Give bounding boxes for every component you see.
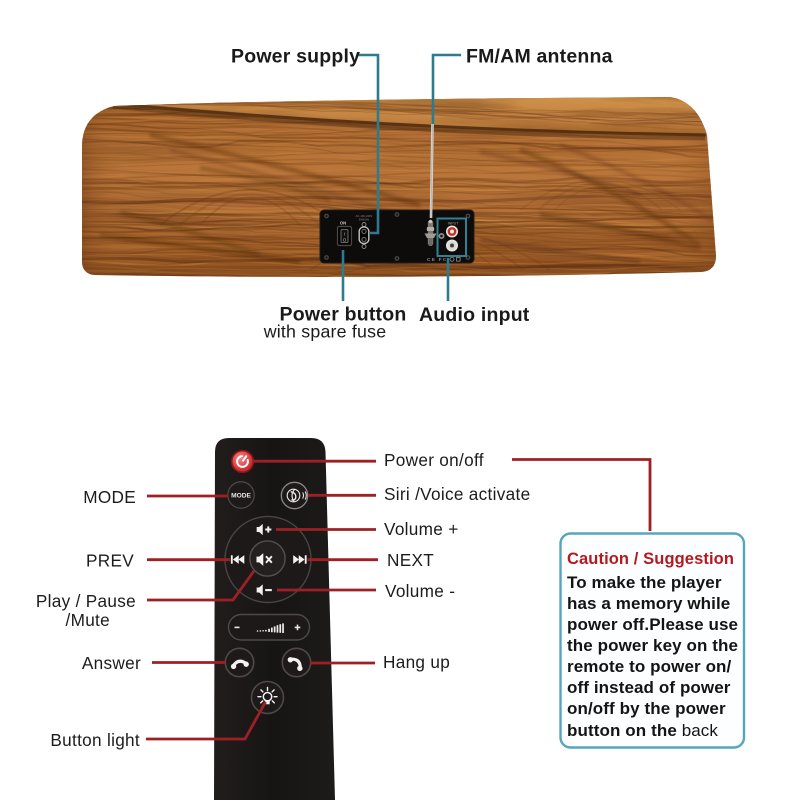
- svg-text:button on the back: button on the back: [567, 721, 718, 740]
- svg-text:O: O: [343, 238, 347, 243]
- svg-text:on/off by the power: on/off by the power: [567, 699, 726, 718]
- svg-text:Play / Pause: Play / Pause: [36, 591, 136, 611]
- svg-text:Hang up: Hang up: [383, 652, 450, 672]
- svg-text:power off.Please use: power off.Please use: [567, 615, 738, 634]
- svg-text:the power key on the: the power key on the: [567, 636, 738, 655]
- svg-text:with spare fuse: with spare fuse: [263, 322, 387, 342]
- svg-text:INPUT: INPUT: [448, 222, 460, 226]
- svg-text:FM/AM antenna: FM/AM antenna: [466, 46, 613, 68]
- svg-text:off instead of power: off instead of power: [567, 678, 731, 697]
- svg-text:Audio input: Audio input: [419, 304, 530, 326]
- svg-text:remote to power on/: remote to power on/: [567, 657, 732, 676]
- svg-text:MODE: MODE: [231, 493, 251, 500]
- svg-text:Caution / Suggestion: Caution / Suggestion: [567, 550, 734, 568]
- svg-text:ON: ON: [340, 221, 346, 226]
- svg-text:CE FC: CE FC: [427, 257, 447, 263]
- svg-text:Volume +: Volume +: [384, 519, 459, 539]
- svg-text:Siri /Voice activate: Siri /Voice activate: [384, 484, 530, 504]
- svg-text:I: I: [344, 232, 345, 237]
- svg-text:Power on/off: Power on/off: [384, 450, 484, 470]
- svg-text:50/60Hz: 50/60Hz: [359, 217, 370, 221]
- svg-text:AC 100-240V: AC 100-240V: [356, 214, 373, 218]
- svg-text:Button light: Button light: [50, 730, 140, 750]
- svg-text:Answer: Answer: [82, 653, 141, 673]
- svg-text:To make the player: To make the player: [567, 573, 722, 592]
- svg-text:NEXT: NEXT: [387, 550, 434, 570]
- svg-text:Volume -: Volume -: [385, 581, 455, 601]
- svg-text:Power button: Power button: [280, 304, 407, 326]
- svg-text:/Mute: /Mute: [66, 610, 111, 630]
- svg-text:MODE: MODE: [83, 487, 136, 507]
- svg-text:PREV: PREV: [86, 551, 134, 571]
- svg-text:Power supply: Power supply: [231, 46, 360, 68]
- svg-text:has a memory while: has a memory while: [567, 594, 730, 613]
